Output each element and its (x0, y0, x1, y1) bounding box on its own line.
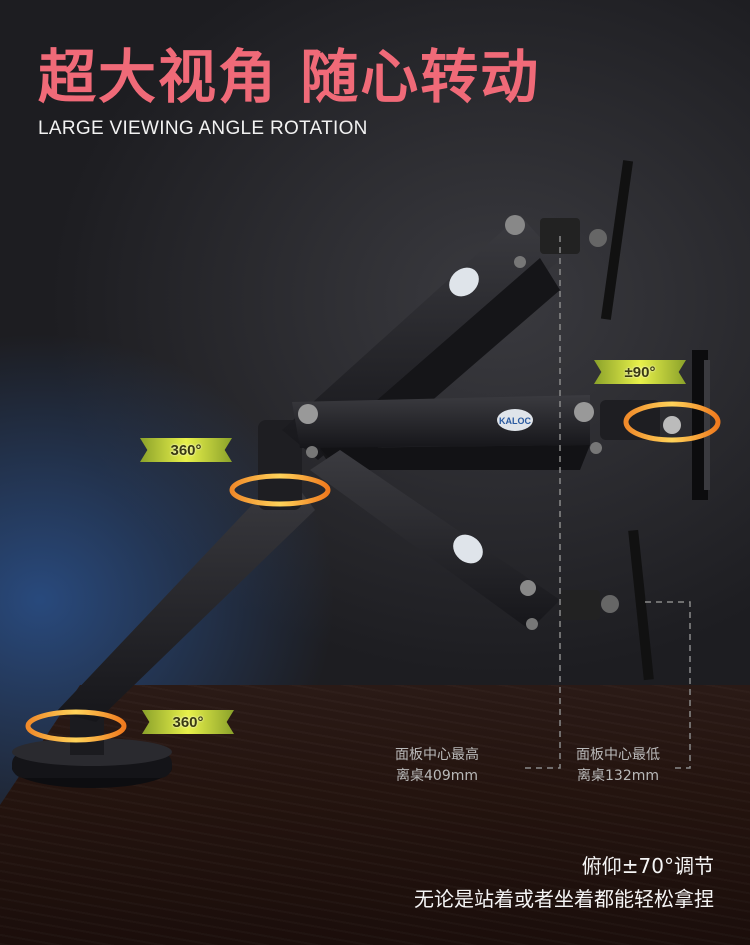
lower-arm (56, 470, 315, 722)
page-title: 超大视角 随心转动 (38, 43, 541, 111)
upper-arm-raised (282, 215, 560, 460)
joint-column (258, 420, 302, 510)
tilt-caption: 俯仰±70°调节 (581, 854, 714, 878)
usage-caption: 无论是站着或者坐着都能轻松拿捏 (414, 887, 714, 911)
rotation-ring-joint (229, 473, 331, 507)
page-subtitle: LARGE VIEWING ANGLE ROTATION (38, 118, 368, 139)
rotation-ring-base (25, 709, 127, 743)
rotation-badge-base: 360° (142, 710, 234, 734)
height-max-label: 面板中心最高 离桌409mm (395, 747, 479, 784)
rotation-badge-screen: ±90° (594, 360, 686, 384)
measurement-guides (522, 236, 691, 769)
monitor-mount-upper (600, 160, 634, 320)
upper-arm-lowered (310, 450, 560, 630)
upper-arm-level (292, 395, 590, 448)
brand-logo (449, 267, 533, 564)
rotation-badge-joint: 360° (140, 438, 232, 462)
height-min-label: 面板中心最低 离桌132mm (576, 747, 660, 784)
rotation-ring-screen (623, 401, 721, 443)
monitor-mount-lower (628, 529, 654, 681)
brand-logo-text: KALOC (499, 416, 531, 426)
